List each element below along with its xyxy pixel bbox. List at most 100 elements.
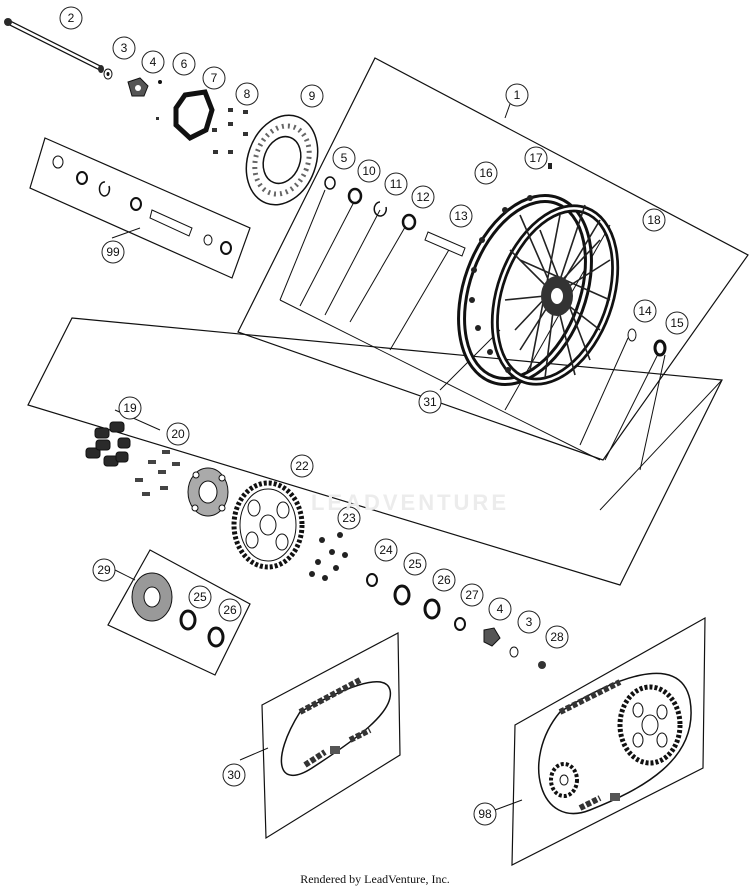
- callout-12: 12: [411, 185, 435, 209]
- svg-text:27: 27: [465, 588, 479, 602]
- svg-text:14: 14: [638, 304, 652, 318]
- carrier-bolts-part: [135, 450, 180, 496]
- callout-20: 20: [166, 422, 190, 446]
- callout-14: 14: [633, 299, 657, 323]
- svg-text:3: 3: [121, 41, 128, 55]
- svg-text:6: 6: [181, 57, 188, 71]
- svg-text:99: 99: [106, 245, 120, 259]
- chain-kit-frame: [511, 616, 706, 866]
- svg-text:17: 17: [529, 151, 543, 165]
- svg-text:19: 19: [123, 401, 137, 415]
- callout-22: 22: [290, 454, 314, 478]
- callout-2: 2: [59, 6, 83, 30]
- callout-8: 8: [235, 82, 259, 106]
- callout-98: 98: [473, 802, 497, 826]
- valve-part: [548, 163, 552, 169]
- callout-25: 25: [403, 552, 427, 576]
- svg-text:13: 13: [454, 209, 468, 223]
- callout-15: 15: [665, 311, 689, 335]
- callout-9: 9: [300, 84, 324, 108]
- callout-7: 7: [202, 66, 226, 90]
- damper-rubbers-part: [85, 421, 131, 467]
- callout-3: 3: [112, 36, 136, 60]
- callout-16: 16: [474, 161, 498, 185]
- carrier-spacers-parts: [366, 573, 546, 669]
- callout-26: 26: [432, 568, 456, 592]
- svg-text:8: 8: [244, 87, 251, 101]
- callout-19: 19: [118, 396, 142, 420]
- callout-4: 4: [141, 50, 165, 74]
- callout-31: 31: [418, 390, 442, 414]
- svg-text:28: 28: [550, 630, 564, 644]
- svg-text:22: 22: [295, 459, 309, 473]
- callout-10: 10: [357, 159, 381, 183]
- sprocket-carrier-part: [187, 467, 229, 517]
- svg-text:12: 12: [416, 190, 430, 204]
- callout-26b: 26: [218, 598, 242, 622]
- rear-sprocket-part: [231, 480, 305, 570]
- callout-25b: 25: [188, 585, 212, 609]
- axle-part: [4, 18, 104, 73]
- svg-text:31: 31: [423, 395, 437, 409]
- wheel-assembly-frame: [237, 57, 749, 461]
- nut-part: [158, 80, 162, 84]
- disc-carrier-part: [173, 89, 215, 142]
- brake-disc-part: [245, 114, 319, 206]
- spacer-part: [103, 68, 113, 80]
- callout-28: 28: [545, 625, 569, 649]
- callout-11: 11: [384, 172, 408, 196]
- wheel-spacers-parts: [324, 176, 466, 257]
- wheel-right-spacers-parts: [627, 328, 667, 357]
- svg-text:10: 10: [362, 164, 376, 178]
- svg-text:15: 15: [670, 316, 684, 330]
- disc-bolts-part: [156, 108, 248, 154]
- svg-text:23: 23: [342, 511, 356, 525]
- svg-text:18: 18: [647, 213, 661, 227]
- callout-5: 5: [332, 146, 356, 170]
- bearing-kit-parts: [52, 155, 232, 255]
- carrier-assembly-part: [131, 572, 225, 648]
- svg-text:98: 98: [478, 807, 492, 821]
- svg-text:3: 3: [526, 615, 533, 629]
- svg-text:2: 2: [68, 11, 75, 25]
- svg-text:7: 7: [211, 71, 218, 85]
- callout-4b: 4: [488, 597, 512, 621]
- callout-23: 23: [337, 506, 361, 530]
- callout-1: 1: [505, 83, 529, 107]
- svg-text:30: 30: [227, 768, 241, 782]
- svg-text:4: 4: [497, 602, 504, 616]
- svg-text:25: 25: [408, 557, 422, 571]
- callout-3b: 3: [517, 610, 541, 634]
- hub-assembly-frame: [27, 317, 723, 586]
- callout-99: 99: [101, 240, 125, 264]
- svg-text:9: 9: [309, 89, 316, 103]
- chain-kit-part: [537, 672, 692, 815]
- svg-text:24: 24: [379, 543, 393, 557]
- chain-frame: [261, 632, 401, 840]
- sprocket-carrier-frame: [107, 549, 251, 676]
- svg-text:4: 4: [150, 55, 157, 69]
- svg-text:20: 20: [171, 427, 185, 441]
- svg-text:25: 25: [193, 590, 207, 604]
- footer-credit: Rendered by LeadVenture, Inc.: [300, 872, 450, 886]
- rear-wheel-part: [457, 194, 620, 386]
- svg-text:26: 26: [223, 603, 237, 617]
- svg-text:16: 16: [479, 166, 493, 180]
- bearing-kit-frame: [29, 137, 251, 279]
- svg-text:11: 11: [390, 177, 403, 191]
- chain-part: [280, 677, 392, 777]
- svg-text:26: 26: [437, 573, 451, 587]
- callout-17: 17: [524, 146, 548, 170]
- callout-27: 27: [460, 583, 484, 607]
- sprocket-nuts-part: [309, 532, 348, 581]
- svg-text:5: 5: [341, 151, 348, 165]
- callout-29: 29: [92, 558, 116, 582]
- svg-text:1: 1: [514, 88, 521, 102]
- callout-30: 30: [222, 763, 246, 787]
- callout-24: 24: [374, 538, 398, 562]
- watermark-logo: LEADVENTURE: [310, 490, 509, 515]
- callout-18: 18: [642, 208, 666, 232]
- callout-13: 13: [449, 204, 473, 228]
- chain-adjuster-part: [127, 77, 149, 97]
